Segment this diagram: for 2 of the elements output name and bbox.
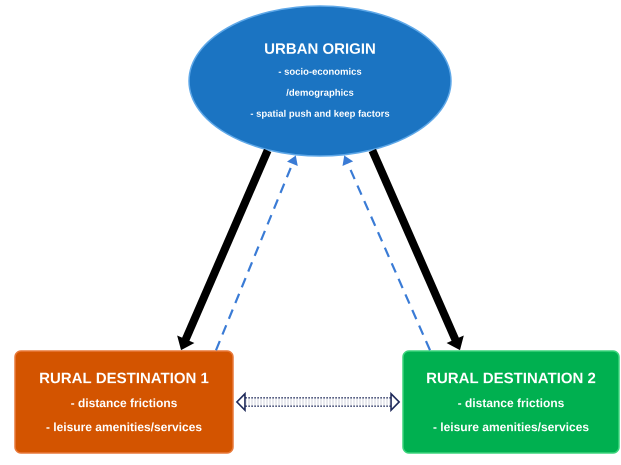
destination-box: RURAL DESTINATION 2 - distance frictions - leisure amenities/services	[402, 350, 620, 454]
destination-box: RURAL DESTINATION 1 - distance frictions - leisure amenities/services	[14, 350, 234, 454]
